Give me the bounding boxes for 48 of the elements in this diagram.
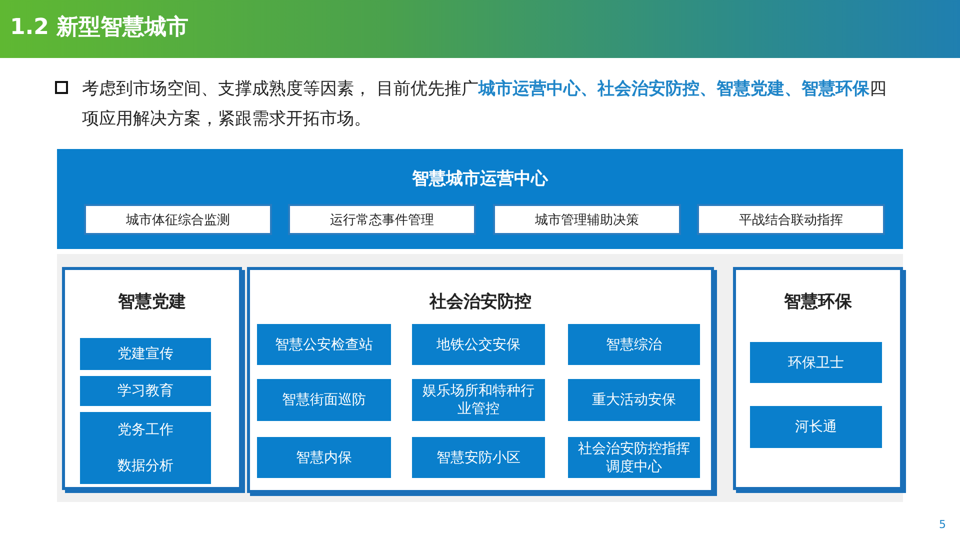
box-text: 党建宣传 [118, 345, 174, 363]
box-text: 智慧安防小区 [436, 448, 520, 466]
box-text: 社会治安防控指挥调度中心 [577, 440, 691, 476]
category-panel [247, 267, 714, 493]
box-text: 重大活动安保 [592, 391, 676, 409]
application-box [80, 376, 211, 406]
group-heading: 智慧党建 [118, 291, 186, 313]
application-box [412, 437, 545, 478]
category-panel [62, 267, 242, 490]
box-text: 城市管理辅助决策 [535, 212, 639, 228]
application-box [750, 342, 882, 383]
application-box [412, 379, 545, 421]
function-box [697, 204, 885, 235]
box-text: 城市体征综合监测 [126, 212, 230, 228]
application-box [80, 338, 211, 370]
group-heading: 社会治安防控 [430, 291, 532, 313]
application-box [568, 324, 700, 365]
application-box [257, 379, 391, 421]
box-text: 智慧内保 [296, 448, 352, 466]
group-heading: 智慧城市运营中心 [412, 168, 548, 190]
box-text: 运行常态事件管理 [330, 212, 434, 228]
bullet-text: 考虑到市场空间、支撑成熟度等因素， 目前优先推广城市运营中心、社会治安防控、智慧党建、智慧环保四项应用解决方案，紧跟需求开拓市场。 [82, 78, 888, 131]
box-text: 环保卫士 [788, 354, 844, 372]
function-box [493, 204, 681, 235]
box-text: 智慧街面巡防 [282, 391, 366, 409]
function-box [84, 204, 272, 235]
page-number: 5 [939, 518, 946, 531]
box-text: 娱乐场所和特种行业管控 [422, 382, 536, 418]
application-box [412, 324, 545, 365]
platform-band [57, 149, 903, 249]
box-text: 智慧综治 [606, 336, 662, 354]
category-panel [733, 267, 903, 490]
application-box [257, 324, 391, 365]
box-text: 河长通 [795, 418, 837, 436]
box-text: 数据分析 [118, 457, 174, 475]
application-box [568, 437, 700, 478]
box-text: 学习教育 [118, 382, 174, 400]
application-box [257, 437, 391, 478]
title: 1.2 新型智慧城市 [10, 14, 189, 42]
application-box [568, 379, 700, 421]
application-box [80, 412, 211, 484]
function-box [288, 204, 476, 235]
box-text: 智慧公安检查站 [275, 336, 373, 354]
box-text: 党务工作 [118, 421, 174, 439]
box-text: 地铁公交安保 [436, 336, 520, 354]
box-text: 平战结合联动指挥 [739, 212, 843, 228]
application-box [750, 406, 882, 448]
group-heading: 智慧环保 [784, 291, 852, 313]
